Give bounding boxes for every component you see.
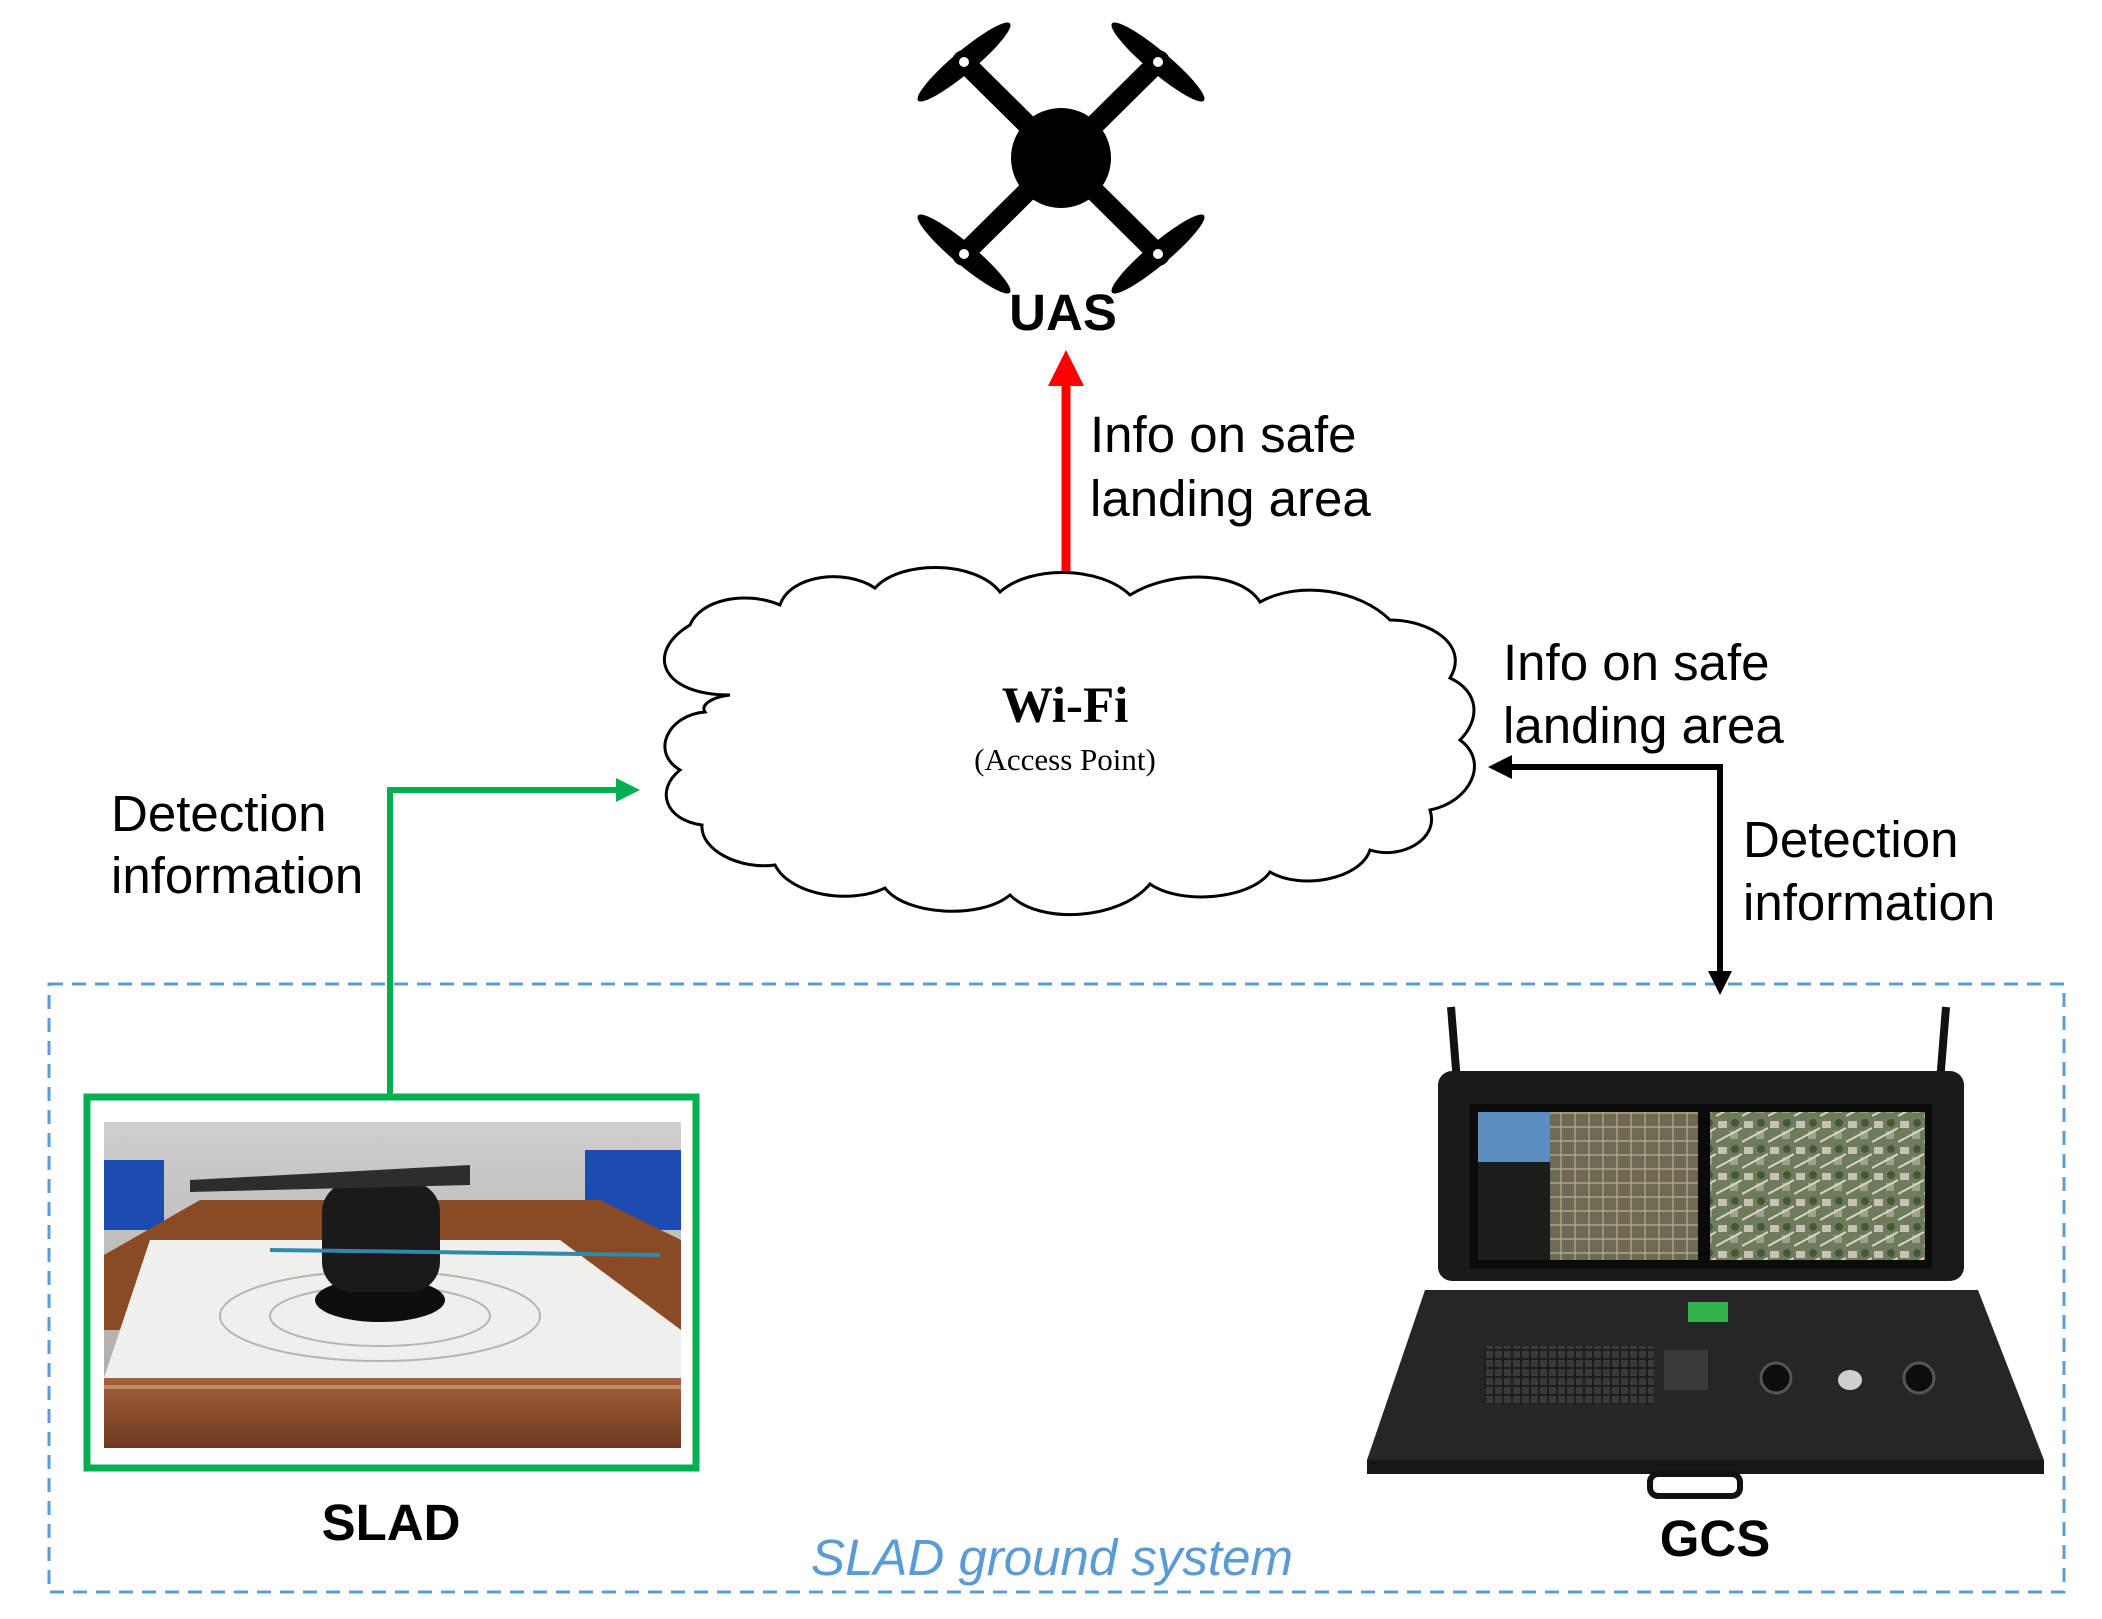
gcs-label: GCS [1660, 1510, 1771, 1567]
arrow-wifi-to-uas-label-line1: Info on safe [1090, 406, 1357, 463]
wifi-cloud-shape [662, 566, 1476, 917]
wifi-subtitle: (Access Point) [974, 742, 1156, 777]
arrow-gcs-to-wifi-label-line2: information [1743, 874, 1995, 931]
slad-ground-system-label: SLAD ground system [811, 1529, 1293, 1586]
slad-device-photo [104, 1122, 681, 1448]
arrow-gcs-to-wifi-label-line1: Detection [1743, 811, 1958, 868]
arrow-wifi-to-uas-label-line2: landing area [1090, 470, 1371, 527]
wifi-title: Wi-Fi [1002, 678, 1129, 734]
arrow-gcs-wifi-link [1488, 755, 1732, 995]
uas-label: UAS [1009, 284, 1117, 341]
arrow-slad-to-wifi [387, 778, 640, 1097]
arrow-wifi-to-gcs-label-line2: landing area [1503, 697, 1784, 754]
ground-control-station-photo [1367, 1006, 2044, 1499]
quadcopter-drone-icon [917, 22, 1205, 294]
arrow-wifi-to-gcs-label-line1: Info on safe [1503, 634, 1770, 691]
slad-frame [83, 1093, 700, 1472]
arrow-slad-to-wifi-label-line1: Detection [111, 785, 326, 842]
arrow-slad-to-wifi-label-line2: information [111, 847, 363, 904]
slad-label: SLAD [322, 1494, 461, 1551]
